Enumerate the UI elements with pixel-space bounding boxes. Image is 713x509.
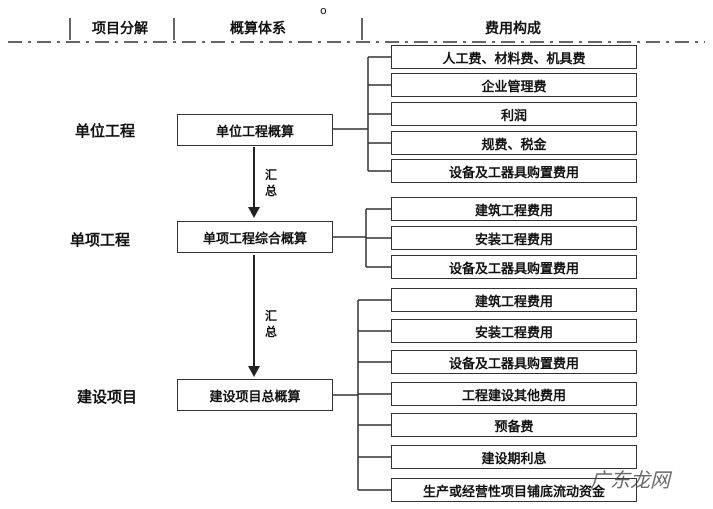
row-label-unit: 单位工程 (75, 122, 136, 140)
cost-item-project-interest: 建设期利息 (391, 445, 637, 469)
cost-item-unit-management: 企业管理费 (391, 73, 637, 97)
estimate-box-unit: 单位工程概算 (177, 114, 333, 146)
cost-item-project-working-capital: 生产或经营性项目铺底流动资金 (391, 478, 637, 502)
estimate-box-single: 单项工程综合概算 (177, 221, 333, 253)
cost-item-single-installation: 安装工程费用 (391, 226, 637, 250)
watermark: 广东龙网 (590, 468, 670, 492)
header-col-decomposition: 项目分解 (92, 21, 148, 37)
header-col-cost-composition: 费用构成 (485, 21, 541, 37)
row-label-single: 单项工程 (70, 231, 131, 249)
cost-item-single-equipment: 设备及工器具购置费用 (391, 255, 637, 279)
cost-item-unit-labor-materials-machinery: 人工费、材料费、机具费 (391, 45, 637, 69)
estimate-box-project: 建设项目总概算 (177, 379, 333, 411)
cost-item-unit-fees-taxes: 规费、税金 (391, 131, 637, 155)
summary-label-2: 汇总 (264, 309, 277, 339)
row-label-project: 建设项目 (77, 388, 138, 406)
cost-item-project-installation: 安装工程费用 (391, 319, 637, 343)
cost-item-project-other: 工程建设其他费用 (391, 382, 637, 406)
cost-item-project-construction: 建筑工程费用 (391, 288, 637, 312)
cost-item-project-equipment: 设备及工器具购置费用 (391, 350, 637, 374)
cost-item-unit-profit: 利润 (391, 102, 637, 126)
header-col-estimate-system: 概算体系 (230, 21, 286, 37)
summary-label-1: 汇总 (264, 168, 277, 198)
cost-item-project-contingency: 预备费 (391, 413, 637, 437)
cost-item-single-construction: 建筑工程费用 (391, 197, 637, 221)
header-mark: o (320, 4, 327, 17)
cost-item-unit-equipment: 设备及工器具购置费用 (391, 159, 637, 183)
